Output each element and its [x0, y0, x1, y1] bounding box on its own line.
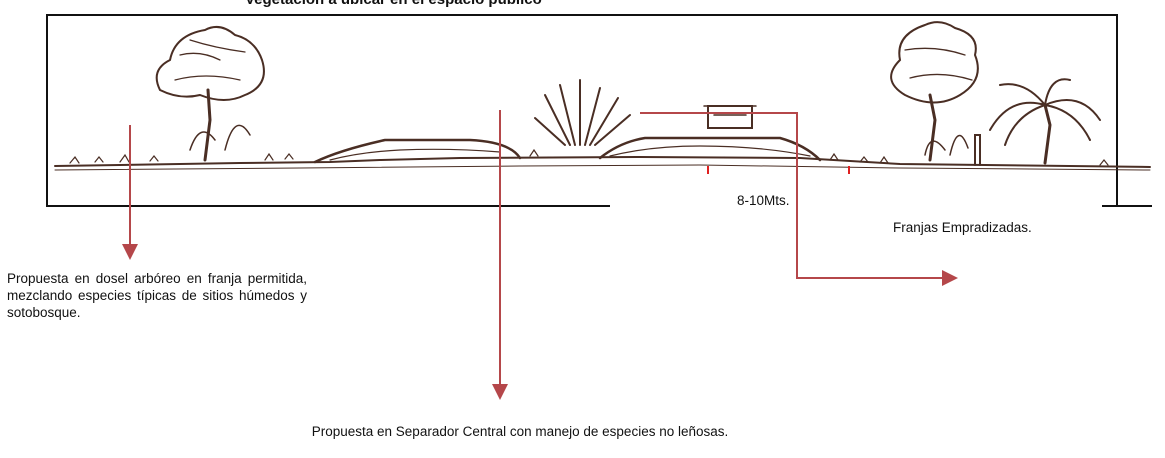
label-dosel: Propuesta en dosel arbóreo en franja per… — [7, 271, 307, 320]
arrow-franjas — [640, 112, 958, 286]
section-frame — [46, 14, 1118, 207]
dimension-label: 8-10Mts. — [737, 193, 790, 208]
label-franjas: Franjas Empradizadas. — [893, 220, 1032, 235]
frame-bottom-right — [1102, 205, 1152, 207]
label-separador: Propuesta en Separador Central con manej… — [311, 424, 729, 439]
frame-bottom-left — [46, 205, 610, 207]
diagram-title: Vegetación a ubicar en el espacio públic… — [245, 0, 542, 8]
